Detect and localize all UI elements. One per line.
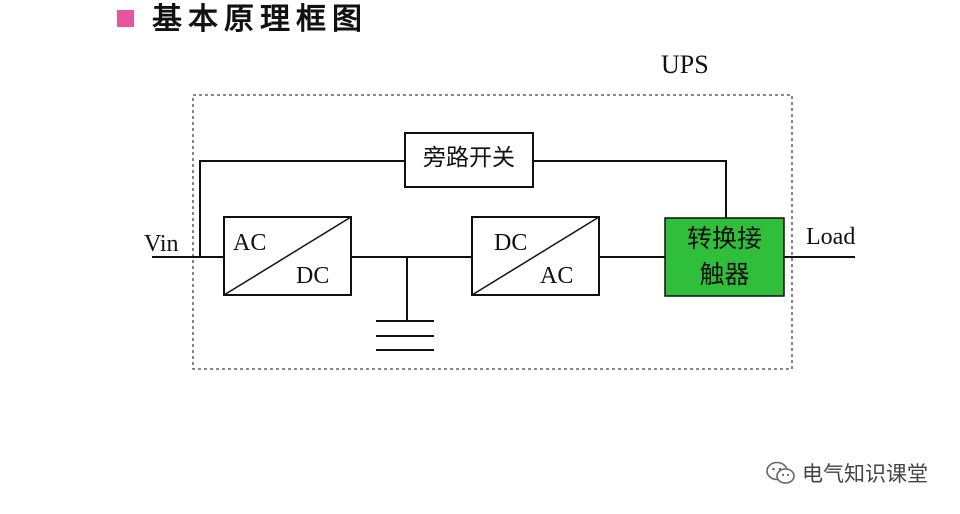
rectifier-diagonal bbox=[223, 216, 352, 296]
bypass-switch-box bbox=[404, 132, 534, 188]
watermark-text: 电气知识课堂 bbox=[802, 462, 928, 486]
bypass-path-left bbox=[199, 160, 405, 257]
bypass-switch-label: 旁路开关 bbox=[423, 145, 515, 171]
contactor-label-line2: 触器 bbox=[699, 260, 750, 289]
inverter-output-label: AC bbox=[540, 263, 574, 289]
contactor-label-line1: 转换接 bbox=[686, 224, 762, 253]
ups-boundary bbox=[192, 94, 793, 370]
page-title: 基本原理框图 bbox=[152, 2, 368, 37]
bypass-path-right bbox=[533, 160, 727, 218]
inverter-diagonal bbox=[471, 216, 600, 296]
wechat-icon bbox=[766, 461, 795, 484]
watermark: 电气知识课堂 bbox=[766, 458, 928, 488]
vin-label: Vin bbox=[144, 231, 179, 257]
rectifier-output-label: DC bbox=[296, 263, 330, 289]
load-label: Load bbox=[806, 224, 856, 250]
transfer-contactor-box bbox=[664, 217, 785, 297]
ups-label: UPS bbox=[661, 50, 709, 79]
title-bullet-icon bbox=[117, 10, 134, 27]
rectifier-input-label: AC bbox=[233, 230, 267, 256]
inverter-input-label: DC bbox=[494, 230, 528, 256]
